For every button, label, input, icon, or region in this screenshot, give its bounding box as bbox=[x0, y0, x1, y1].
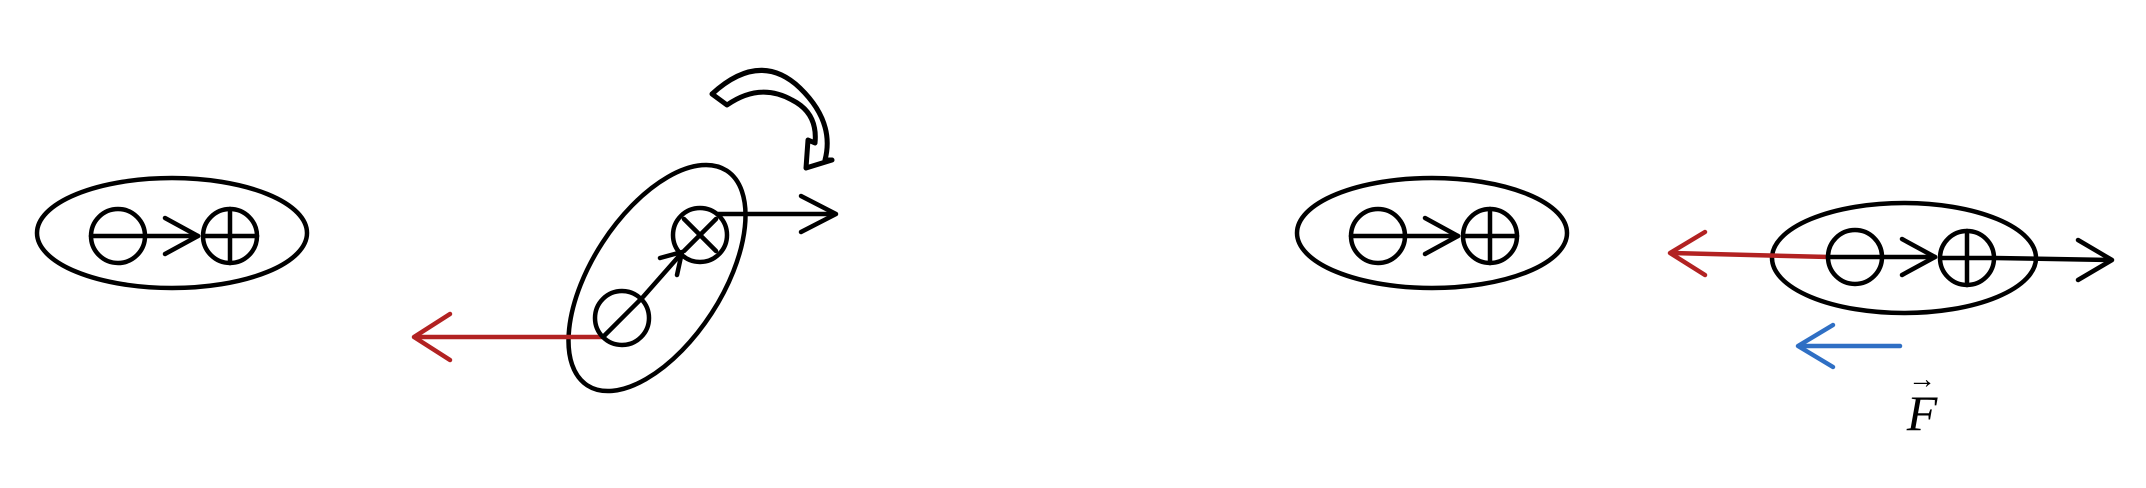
dipole-in-field: → F bbox=[1667, 200, 2115, 441]
minus-charge-icon bbox=[592, 288, 652, 348]
force-vector-mark: → bbox=[1908, 364, 1936, 395]
dipole-arrow bbox=[142, 215, 201, 257]
rotation-arrow-icon bbox=[709, 67, 835, 171]
molecule-outline bbox=[566, 162, 748, 394]
dipole-arrow bbox=[1402, 215, 1461, 257]
dipole-aligned-2 bbox=[1294, 175, 1570, 291]
plus-charge-icon bbox=[200, 206, 260, 266]
molecule-outline bbox=[1294, 175, 1570, 291]
minus-charge-icon bbox=[88, 206, 148, 266]
dipole-aligned-1 bbox=[34, 175, 310, 291]
force-label: → F bbox=[1906, 364, 1938, 441]
field-arrow-right bbox=[1992, 237, 2115, 283]
force-arrow bbox=[1795, 322, 1903, 370]
field-arrow-right bbox=[715, 193, 839, 235]
plus-charge-icon bbox=[1460, 206, 1520, 266]
field-arrow-left bbox=[1667, 229, 1832, 278]
dipole-arrow bbox=[640, 249, 685, 300]
cross-charge-icon bbox=[670, 205, 730, 265]
dipole-arrow bbox=[1879, 236, 1938, 278]
field-arrow-left bbox=[411, 311, 605, 363]
plus-charge-icon bbox=[1937, 228, 1997, 288]
dipole-rotating bbox=[411, 67, 839, 394]
minus-charge-icon bbox=[1348, 206, 1408, 266]
molecule-outline bbox=[34, 175, 310, 291]
minus-charge-icon bbox=[1825, 227, 1885, 287]
force-symbol: F bbox=[1906, 385, 1938, 441]
